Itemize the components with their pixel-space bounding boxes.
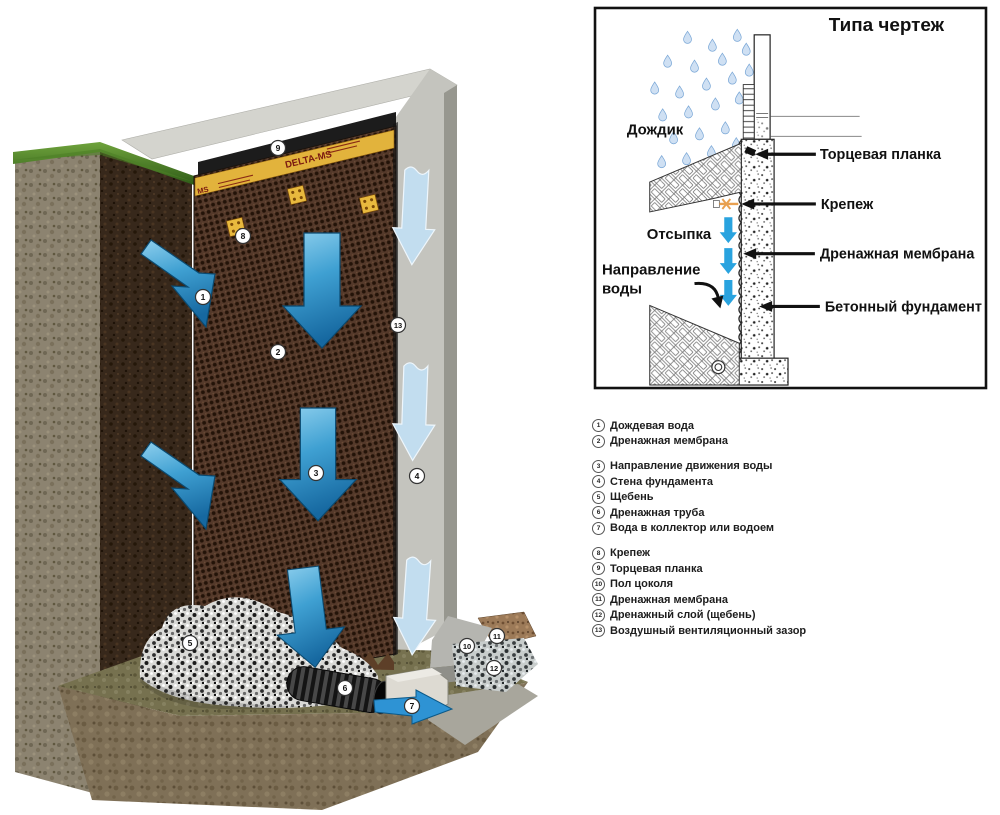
brand-text-left: MS xyxy=(196,185,209,196)
fastener-graphic xyxy=(713,198,739,210)
legend-item-label: Пол цоколя xyxy=(610,578,674,590)
svg-text:Торцевая планка: Торцевая планка xyxy=(820,147,942,163)
legend-item: 13 Воздушный вентиляционный зазор xyxy=(592,624,997,637)
svg-text:6: 6 xyxy=(343,683,348,693)
markers: 1 2 3 4 5 6 7 8 9 10 11 12 13 xyxy=(181,139,506,715)
svg-text:Бетонный фундамент: Бетонный фундамент xyxy=(825,299,982,315)
drain-pipe-circle xyxy=(711,360,726,375)
legend-item-label: Щебень xyxy=(610,491,654,503)
legend-item: 9 Торцевая планка xyxy=(592,562,997,575)
legend-item: 10 Пол цоколя xyxy=(592,577,997,591)
legend-item: 8 Крепеж xyxy=(592,546,997,560)
callouts: Торцевая планка Крепеж Дренажная мембран… xyxy=(741,147,982,315)
marker-5: 5 xyxy=(181,634,199,652)
callout-membrane: Дренажная мембрана xyxy=(743,247,975,263)
marker-8: 8 xyxy=(234,227,252,245)
schematic-title: Типа чертеж xyxy=(829,15,945,36)
legend-item-number: 12 xyxy=(592,608,605,622)
svg-text:10: 10 xyxy=(463,642,471,651)
legend-item: 11 Дренажная мембрана xyxy=(592,593,997,606)
legend-item-label: Вода в коллектор или водоем xyxy=(610,522,775,534)
rain-label: Дождик xyxy=(627,121,684,138)
legend-item: 5 Щебень xyxy=(592,490,997,504)
callout-foundation: Бетонный фундамент xyxy=(759,299,982,315)
legend-group-1: 1 Дождевая вода 2 Дренажная мембрана xyxy=(592,419,997,448)
water-dir-label-2: воды xyxy=(602,281,642,298)
callout-end-strip: Торцевая планка xyxy=(755,147,942,163)
backfill-label: Отсыпка xyxy=(647,226,712,243)
grass-strip xyxy=(13,142,194,185)
marker-10: 10 xyxy=(458,637,476,655)
legend-item-label: Направление движения воды xyxy=(610,460,773,472)
legend-group-2: 3 Направление движения воды 4 Стена фундам… xyxy=(592,459,997,535)
marker-3: 3 xyxy=(307,464,325,482)
legend-item-label: Стена фундамента xyxy=(610,475,714,488)
water-dir-label-1: Направление xyxy=(602,262,700,279)
legend-item: 12 Дренажный слой (щебень) xyxy=(592,608,997,622)
marker-9: 9 xyxy=(269,139,287,157)
legend-item-number: 4 xyxy=(592,475,605,488)
marker-6: 6 xyxy=(336,679,354,697)
svg-text:13: 13 xyxy=(394,321,402,330)
marker-1: 1 xyxy=(194,288,212,306)
legend-item-number: 13 xyxy=(592,624,605,637)
marker-2: 2 xyxy=(269,343,287,361)
legend-item-number: 10 xyxy=(592,577,605,591)
3d-illustration: DELTA-MS MS xyxy=(13,68,538,810)
svg-text:5: 5 xyxy=(188,638,193,648)
legend-item-number: 6 xyxy=(592,506,605,519)
legend-item-label: Дренажная мембрана xyxy=(610,593,728,606)
marker-12: 12 xyxy=(485,659,503,677)
marker-13: 13 xyxy=(389,316,407,334)
marker-7: 7 xyxy=(403,697,421,715)
svg-text:8: 8 xyxy=(241,231,246,241)
end-strip-mark xyxy=(744,146,757,157)
svg-text:4: 4 xyxy=(415,471,420,481)
legend-item: 4 Стена фундамента xyxy=(592,475,997,488)
marker-11: 11 xyxy=(488,627,506,645)
legend-item-label: Дренажный слой (щебень) xyxy=(610,609,756,621)
legend-group-3: 8 Крепеж 9 Торцевая планка 10 Пол цоколя 11… xyxy=(592,546,997,637)
legend-item: 6 Дренажная труба xyxy=(592,506,997,519)
svg-text:12: 12 xyxy=(490,664,498,673)
legend-item-number: 1 xyxy=(592,419,605,432)
legend-item: 3 Направление движения воды xyxy=(592,459,997,473)
basement-floor xyxy=(430,611,538,692)
wall-above xyxy=(742,34,862,140)
legend-item-number: 2 xyxy=(592,434,605,448)
legend-item-number: 5 xyxy=(592,490,605,504)
svg-text:9: 9 xyxy=(276,143,281,153)
legend-item: 1 Дождевая вода xyxy=(592,419,997,432)
svg-text:11: 11 xyxy=(493,632,501,641)
legend-item: 7 Вода в коллектор или водоем xyxy=(592,521,997,535)
schematic-drawing: Типа чертеж Дождик xyxy=(593,6,988,390)
legend-item-label: Дождевая вода xyxy=(610,419,694,432)
brand-strip: DELTA-MS MS xyxy=(194,129,395,197)
svg-text:7: 7 xyxy=(410,701,415,711)
foundation-column xyxy=(725,138,789,386)
svg-text:3: 3 xyxy=(314,468,319,478)
marker-4: 4 xyxy=(408,467,426,485)
svg-text:1: 1 xyxy=(201,292,206,302)
bent-arrow xyxy=(694,281,724,309)
legend-item-label: Крепеж xyxy=(610,547,650,559)
legend-item-number: 3 xyxy=(592,459,605,473)
svg-text:2: 2 xyxy=(276,347,281,357)
legend-item-label: Торцевая планка xyxy=(610,562,703,575)
svg-text:Крепеж: Крепеж xyxy=(821,197,874,213)
svg-text:Дренажная мембрана: Дренажная мембрана xyxy=(820,247,975,263)
legend-item: 2 Дренажная мембрана xyxy=(592,434,997,448)
legend-item-number: 8 xyxy=(592,546,605,560)
backfill xyxy=(649,142,742,386)
callout-fastener: Крепеж xyxy=(741,197,874,213)
siding-strip xyxy=(742,84,755,140)
legend-item-label: Дренажная мембрана xyxy=(610,435,728,447)
legend-item-number: 7 xyxy=(592,521,605,535)
legend-item-label: Воздушный вентиляционный зазор xyxy=(610,624,807,637)
legend-item-number: 11 xyxy=(592,593,605,606)
legend-item-number: 9 xyxy=(592,562,605,575)
legend-item-label: Дренажная труба xyxy=(610,506,705,519)
top-edge-strip xyxy=(198,112,396,176)
